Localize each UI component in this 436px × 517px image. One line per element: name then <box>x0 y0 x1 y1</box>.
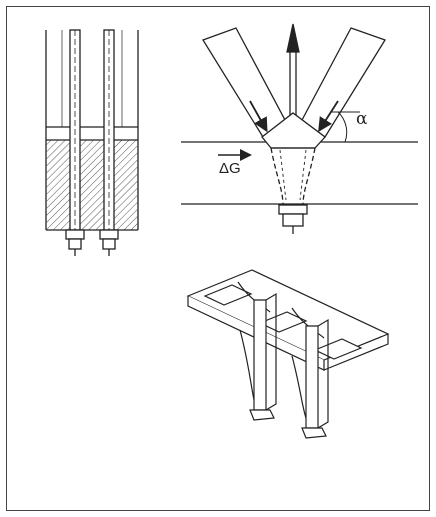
joint-elevation-drawing <box>181 23 418 234</box>
angle-label: α <box>356 109 368 129</box>
isometric-connector-drawing <box>186 269 390 439</box>
figure-frame <box>6 6 430 511</box>
beam-section-drawing <box>45 29 139 256</box>
shear-force-label: ΔG <box>219 160 241 177</box>
